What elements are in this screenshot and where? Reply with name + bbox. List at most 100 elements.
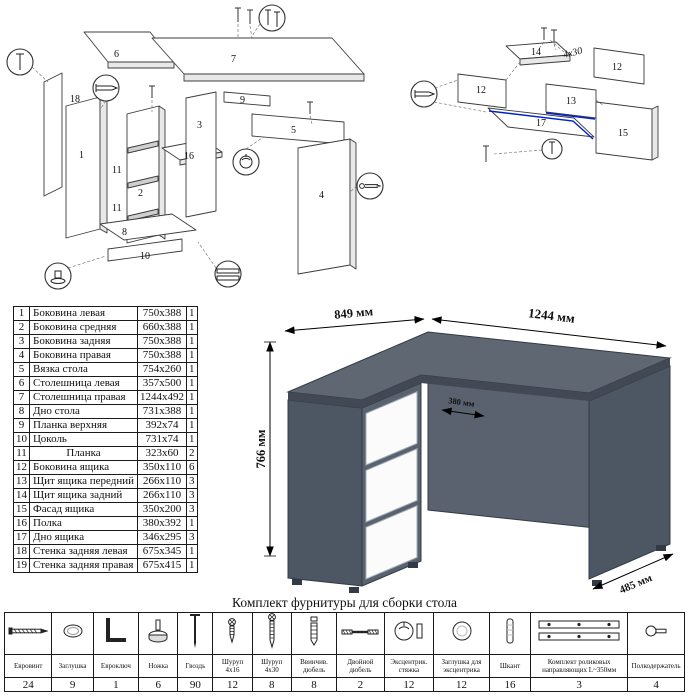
part-label-11b: 11 xyxy=(112,203,122,214)
hardware-name: Комплект роликовых направляющих L~350мм xyxy=(530,654,629,678)
cap-icon xyxy=(51,612,94,655)
table-cell: 323x60 xyxy=(137,446,188,461)
dimension-lines xyxy=(264,316,674,590)
table-cell: Стенка задняя левая xyxy=(28,544,139,559)
drawer-bottom xyxy=(487,107,595,138)
hardware-name: Ножка xyxy=(138,654,179,678)
cam-cap-icon xyxy=(433,612,490,655)
table-cell: 380x392 xyxy=(137,516,188,531)
part-label-12r: 12 xyxy=(612,62,622,73)
table-cell: 675x345 xyxy=(137,544,188,559)
hardware-qty: 4 xyxy=(627,677,685,692)
leader-lines xyxy=(31,23,358,269)
drawer-slides-icon xyxy=(530,612,629,655)
table-cell: 18 xyxy=(13,544,30,559)
part-label-18: 18 xyxy=(70,94,80,105)
hardware-qty: 8 xyxy=(290,677,338,692)
hardware-qty: 3 xyxy=(530,677,629,692)
table-cell: Щит ящика задний xyxy=(28,488,139,503)
hardware-name: Шуруп 4x30 xyxy=(251,654,292,678)
callout-glyphs xyxy=(414,90,555,154)
table-cell: 12 xyxy=(13,460,30,475)
panel-top-right xyxy=(151,37,365,82)
part-label-17: 17 xyxy=(536,118,546,129)
table-cell: 16 xyxy=(13,516,30,531)
part-labels: 18 1 2 11 11 16 3 9 5 4 8 10 6 7 xyxy=(70,49,324,262)
hexkey-icon xyxy=(92,612,140,655)
table-cell: 2 xyxy=(13,320,30,335)
desk-cabinet-side xyxy=(287,399,363,587)
table-cell: Столешница левая xyxy=(28,376,139,391)
dowel-icon xyxy=(488,612,532,655)
table-cell: Щит ящика передний xyxy=(28,474,139,489)
table-cell: 754x260 xyxy=(137,362,188,377)
leader-lines xyxy=(433,39,605,155)
assembled-desk-view: 849 мм 1244 мм 766 мм 380 мм 485 мм xyxy=(256,304,674,596)
table-cell: 19 xyxy=(13,558,30,573)
foot-icon xyxy=(138,612,179,655)
table-cell: Цоколь xyxy=(28,432,139,447)
table-cell: 346x295 xyxy=(137,530,188,545)
hardware-qty: 9 xyxy=(51,677,94,692)
part-label-2: 2 xyxy=(138,188,143,199)
table-cell: 1 xyxy=(186,516,198,531)
panel-plinth xyxy=(107,238,183,262)
hardware-name: Шкант xyxy=(488,654,532,678)
part-label-1: 1 xyxy=(79,150,84,161)
drawer-facade xyxy=(595,101,659,161)
nail-icon xyxy=(177,612,214,655)
screw-marks xyxy=(149,7,313,114)
screw-marks xyxy=(483,27,557,162)
table-cell: Фасад ящика xyxy=(28,502,139,517)
desk-right-side-panel xyxy=(588,365,671,580)
table-cell: 1 xyxy=(186,544,198,559)
drawer-exploded-diagram: 14 12 12 13 17 15 4x30 xyxy=(410,27,659,162)
hardware-name: Евроключ xyxy=(92,654,140,678)
table-cell: Боковина средняя xyxy=(28,320,139,335)
table-cell: 266x110 xyxy=(137,488,188,503)
part-label-13: 13 xyxy=(566,96,576,107)
table-cell: 1244x492 xyxy=(137,390,188,405)
table-cell: 3 xyxy=(13,334,30,349)
dim-766: 766 мм xyxy=(256,429,268,468)
table-cell: 11 xyxy=(13,446,30,461)
table-cell: 1 xyxy=(186,432,198,447)
hardware-kit-title: Комплект фурнитуры для сборки стола xyxy=(232,595,457,610)
table-cell: 1 xyxy=(186,348,198,363)
table-cell: 13 xyxy=(13,474,30,489)
table-cell: Планка верхняя xyxy=(28,418,139,433)
part-label-7: 7 xyxy=(231,54,236,65)
table-cell: Боковина правая xyxy=(28,348,139,363)
drawer-front-bottom xyxy=(365,504,418,580)
hardware-qty: 12 xyxy=(383,677,435,692)
cam-lock-icon xyxy=(383,612,435,655)
hardware-qty: 1 xyxy=(92,677,140,692)
part-label-6: 6 xyxy=(114,49,119,60)
dowel-screw-icon xyxy=(290,612,338,655)
hardware-name: Эксцентрик. стяжка xyxy=(383,654,435,678)
hardware-name: Евровинт xyxy=(3,654,53,678)
hardware-name: Заглушка xyxy=(51,654,94,678)
panel-stretcher xyxy=(251,113,345,145)
table-cell: 731x74 xyxy=(137,432,188,447)
dim-380: 380 мм xyxy=(448,395,476,409)
table-cell: 3 xyxy=(186,488,198,503)
table-cell: 1 xyxy=(186,334,198,349)
panel-side-back xyxy=(185,91,217,218)
table-cell: 15 xyxy=(13,502,30,517)
part-label-14: 14 xyxy=(531,47,541,58)
hw-row-icons xyxy=(3,612,685,655)
part-label-3: 3 xyxy=(197,120,202,131)
